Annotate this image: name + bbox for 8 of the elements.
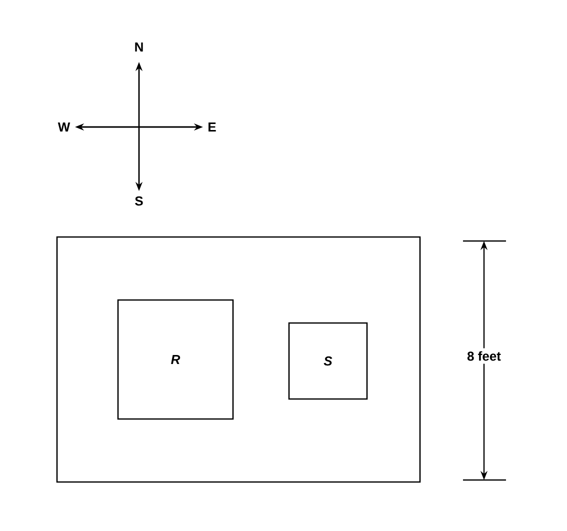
- compass-label: W: [58, 122, 70, 132]
- labeled-square: S: [288, 322, 368, 400]
- outer-rectangle: [56, 236, 421, 483]
- compass-label: N: [135, 42, 143, 52]
- compass-label: S: [135, 196, 143, 206]
- labeled-square: R: [117, 299, 234, 420]
- compass-label: E: [208, 122, 216, 132]
- dimension-label: 8 feet: [464, 348, 504, 364]
